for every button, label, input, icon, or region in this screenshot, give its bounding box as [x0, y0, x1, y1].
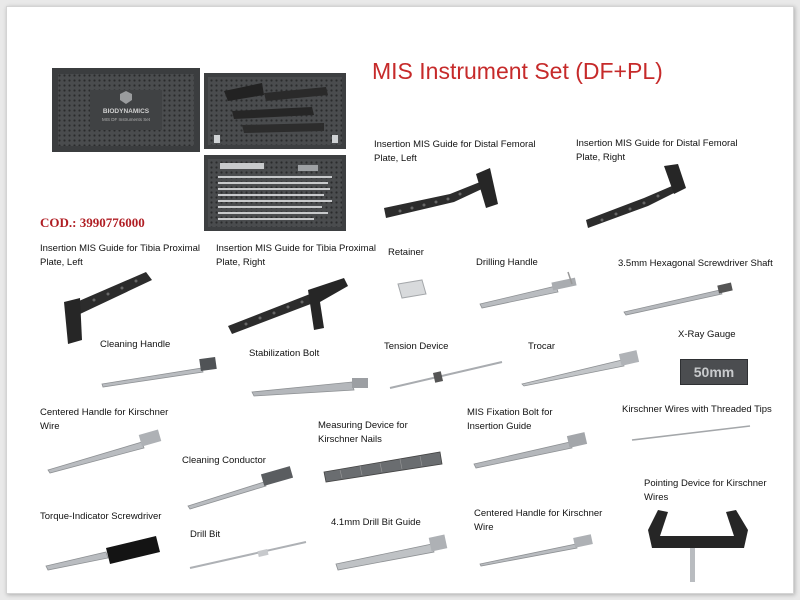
product-code: COD.: 3990776000 [40, 215, 145, 230]
drill-bit-guide-image [335, 534, 448, 571]
label-centered-1: Centered Handle for Kirschner Wire [40, 407, 169, 432]
label-drill-guide: 4.1mm Drill Bit Guide [331, 517, 421, 528]
case-logo-text: BIODYNAMICS [103, 108, 150, 115]
label-df-right: Insertion MIS Guide for Distal Femoral P… [576, 138, 738, 163]
label-tp-left: Insertion MIS Guide for Tibia Proximal P… [40, 243, 200, 268]
tp-left-guide-image [64, 272, 152, 344]
tension-device-image [389, 361, 503, 389]
centered-handle-2-image [479, 534, 593, 567]
xray-gauge-image: 50mm [680, 359, 748, 385]
tp-right-guide-image [228, 278, 348, 334]
kirschner-wires-image [631, 425, 751, 441]
label-cleaning-conductor: Cleaning Conductor [182, 455, 266, 466]
case-subtitle: MIS DF Instruments Set [102, 117, 151, 122]
cleaning-conductor-image [187, 466, 294, 510]
drill-bit-image [189, 541, 307, 569]
label-tension: Tension Device [384, 341, 449, 352]
centered-handle-1-image [47, 429, 162, 474]
label-torque: Torque-Indicator Screwdriver [40, 511, 162, 522]
retainer-image [397, 279, 427, 299]
label-trocar: Trocar [528, 341, 556, 352]
drilling-handle-image [479, 271, 577, 309]
mis-fixation-bolt-image [473, 432, 588, 469]
instrument-case-closed: BIODYNAMICS MIS DF Instruments Set [52, 68, 200, 152]
instrument-case-tray-top [204, 73, 346, 149]
label-stab-bolt: Stabilization Bolt [249, 348, 320, 359]
shield-logo-icon [120, 91, 132, 104]
xray-gauge-text: 50mm [693, 364, 735, 380]
label-mis-bolt: MIS Fixation Bolt for Insertion Guide [467, 407, 553, 432]
instrument-case-tray-bottom [204, 155, 346, 231]
label-hex-shaft: 3.5mm Hexagonal Screwdriver Shaft [618, 258, 773, 269]
df-left-guide-image [384, 168, 498, 218]
cleaning-handle-image [101, 356, 217, 388]
measuring-device-image [323, 451, 443, 483]
trocar-image [521, 350, 640, 387]
df-right-guide-image [586, 164, 686, 228]
label-drilling-handle: Drilling Handle [476, 257, 538, 268]
label-cleaning-handle: Cleaning Handle [100, 339, 171, 350]
label-xray: X-Ray Gauge [678, 329, 736, 340]
label-tp-right: Insertion MIS Guide for Tibia Proximal P… [216, 243, 376, 268]
label-measuring: Measuring Device for Kirschner Nails [318, 420, 408, 445]
label-kw-threaded: Kirschner Wires with Threaded Tips [622, 404, 772, 415]
pointing-device-image [648, 510, 748, 582]
torque-screwdriver-image [45, 536, 160, 571]
label-pointing: Pointing Device for Kirschner Wires [644, 478, 767, 503]
hex-shaft-image [623, 282, 733, 316]
label-drill-bit: Drill Bit [190, 529, 221, 540]
label-centered-2: Centered Handle for Kirschner Wire [474, 508, 603, 533]
label-retainer: Retainer [388, 247, 424, 258]
page-title: MIS Instrument Set (DF+PL) [372, 58, 663, 84]
label-df-left: Insertion MIS Guide for Distal Femoral P… [374, 139, 536, 164]
stabilization-bolt-image [251, 378, 368, 397]
